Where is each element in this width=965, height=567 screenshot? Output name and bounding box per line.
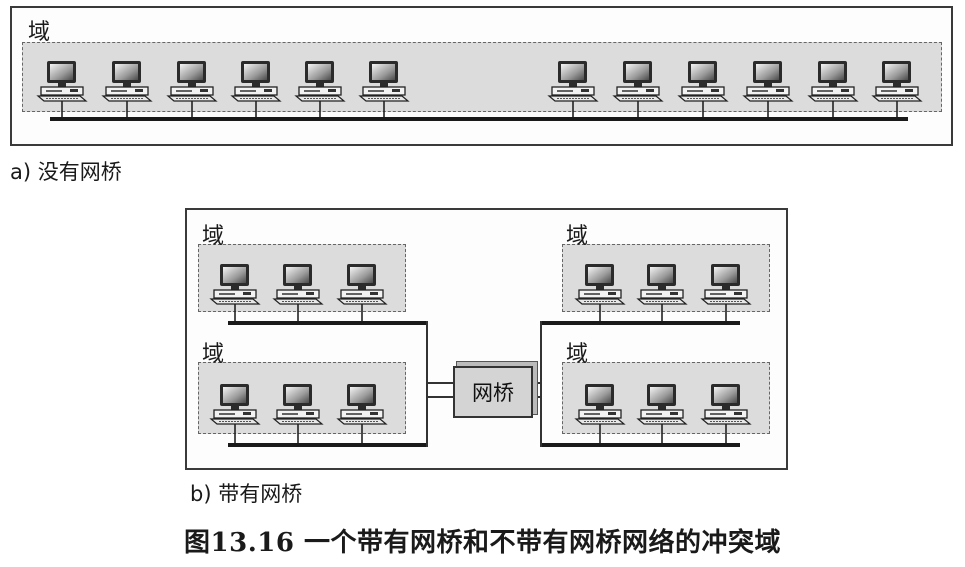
desktop-computer-icon: [636, 384, 688, 443]
desktop-computer-icon: [336, 384, 388, 443]
desktop-computer-icon: [272, 384, 324, 443]
link-left-to-bridge-2: [426, 396, 454, 398]
desktop-computer-icon: [336, 264, 388, 321]
panel-b-domain-label-bottom-left: 域: [202, 342, 225, 367]
desktop-computer-icon: [700, 384, 752, 443]
bus-top-left: [228, 321, 428, 325]
panel-b-caption: b) 带有网桥: [190, 482, 303, 506]
bus-bottom-left: [228, 443, 428, 447]
figure-caption: 图13.16 一个带有网桥和不带有网桥网络的冲突域: [184, 528, 781, 558]
panel-a-bus: [50, 117, 908, 121]
desktop-computer-icon: [677, 61, 729, 117]
bus-top-right: [540, 321, 740, 325]
panel-a-caption: a) 没有网桥: [10, 160, 122, 184]
desktop-computer-icon: [166, 61, 218, 117]
desktop-computer-icon: [294, 61, 346, 117]
desktop-computer-icon: [36, 61, 88, 117]
desktop-computer-icon: [574, 264, 626, 321]
link-left-vertical: [426, 321, 428, 447]
desktop-computer-icon: [612, 61, 664, 117]
bridge-label: 网桥: [472, 381, 514, 405]
desktop-computer-icon: [230, 61, 282, 117]
desktop-computer-icon: [807, 61, 859, 117]
link-left-to-bridge-1: [426, 382, 454, 384]
desktop-computer-icon: [209, 384, 261, 443]
bus-bottom-right: [540, 443, 740, 447]
link-right-vertical: [540, 321, 542, 447]
panel-b-domain-label-bottom-right: 域: [566, 342, 589, 367]
bridge-box-icon: 网桥: [453, 366, 533, 418]
desktop-computer-icon: [574, 384, 626, 443]
desktop-computer-icon: [101, 61, 153, 117]
desktop-computer-icon: [547, 61, 599, 117]
panel-b-domain-label-top-left: 域: [202, 224, 225, 249]
panel-a-domain-label: 域: [28, 20, 51, 45]
desktop-computer-icon: [272, 264, 324, 321]
desktop-computer-icon: [700, 264, 752, 321]
desktop-computer-icon: [209, 264, 261, 321]
desktop-computer-icon: [871, 61, 923, 117]
desktop-computer-icon: [742, 61, 794, 117]
panel-b-domain-label-top-right: 域: [566, 224, 589, 249]
desktop-computer-icon: [636, 264, 688, 321]
desktop-computer-icon: [358, 61, 410, 117]
